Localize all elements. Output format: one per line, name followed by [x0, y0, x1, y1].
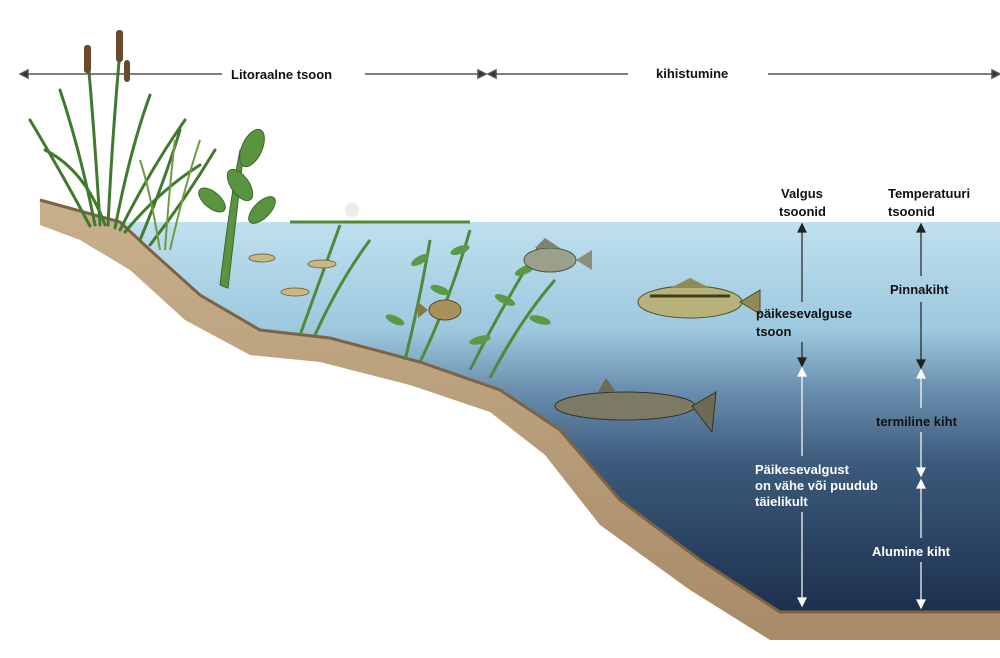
epilimnion-label: Pinnakiht: [890, 282, 949, 297]
litoral-zone-label: Litoraalne tsoon: [231, 67, 332, 82]
light-zones-heading-line1: Valgus: [781, 186, 823, 201]
thermocline-label: termiline kiht: [876, 414, 958, 429]
shoreline-reeds: [28, 48, 217, 247]
hypolimnion-arrow: [916, 478, 926, 610]
cattail-heads: [84, 30, 130, 82]
epilimnion-arrow: [916, 222, 926, 370]
bass: [637, 278, 761, 319]
submerged-plants: [298, 224, 557, 379]
stratification-arrow: [486, 68, 1000, 80]
aphotic-zone-label-line1: Päikesevalgust: [755, 462, 850, 477]
light-zones-heading-line2: tsoonid: [779, 204, 826, 219]
lake-water: [120, 222, 1000, 612]
aphotic-zone-label-line2: on vähe või puudub: [755, 478, 878, 493]
aphotic-zone-label-line3: täielikult: [755, 494, 808, 509]
sunfish: [418, 299, 462, 321]
thermocline-arrow: [916, 368, 926, 478]
perch: [523, 238, 592, 273]
temp-zones-heading-line1: Temperatuuri: [888, 186, 970, 201]
litoral-zone-arrow: [18, 68, 488, 80]
photic-zone-label-line1: päikesevalguse: [756, 306, 852, 321]
submerged-leaves: [345, 203, 551, 345]
stratification-label: kihistumine: [656, 66, 728, 81]
catfish: [554, 378, 717, 434]
small-fish-group: [248, 253, 337, 297]
aphotic-zone-arrow: [797, 366, 807, 608]
lake-bed-sediment: [40, 200, 1000, 640]
broadleaf-plant: [198, 128, 276, 289]
temp-zones-heading-line2: tsoonid: [888, 204, 935, 219]
photic-zone-label-line2: tsoon: [756, 324, 791, 339]
hypolimnion-label: Alumine kiht: [872, 544, 951, 559]
grass-tuft: [139, 139, 201, 251]
photic-zone-arrow: [797, 222, 807, 368]
